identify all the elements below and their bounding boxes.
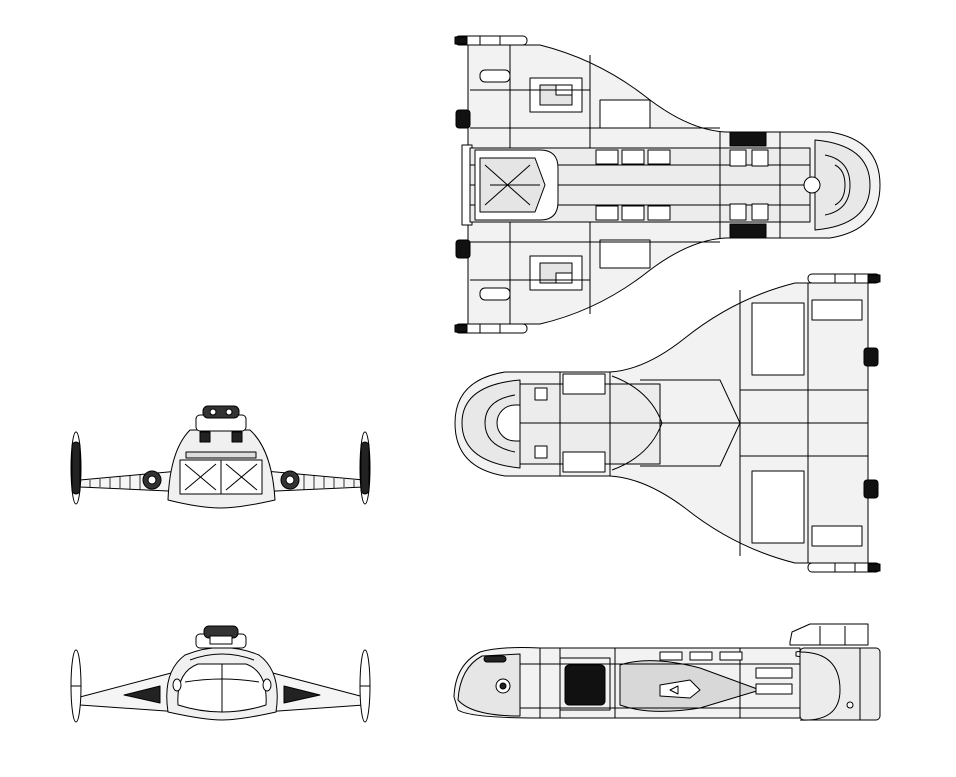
bottom-view-upper-nacelle [807, 273, 881, 284]
top-view-lower-nacelle [454, 323, 528, 334]
bottom-view-nose-dome [461, 379, 521, 469]
top-view [454, 35, 881, 334]
top-view-upper-nacelle [454, 35, 528, 46]
bottom-view [454, 273, 881, 573]
bottom-view-lower-nacelle [807, 562, 881, 573]
side-view [453, 623, 881, 721]
top-view-nose-dome [814, 139, 871, 231]
front-view [70, 625, 371, 723]
rear-view [70, 405, 371, 509]
